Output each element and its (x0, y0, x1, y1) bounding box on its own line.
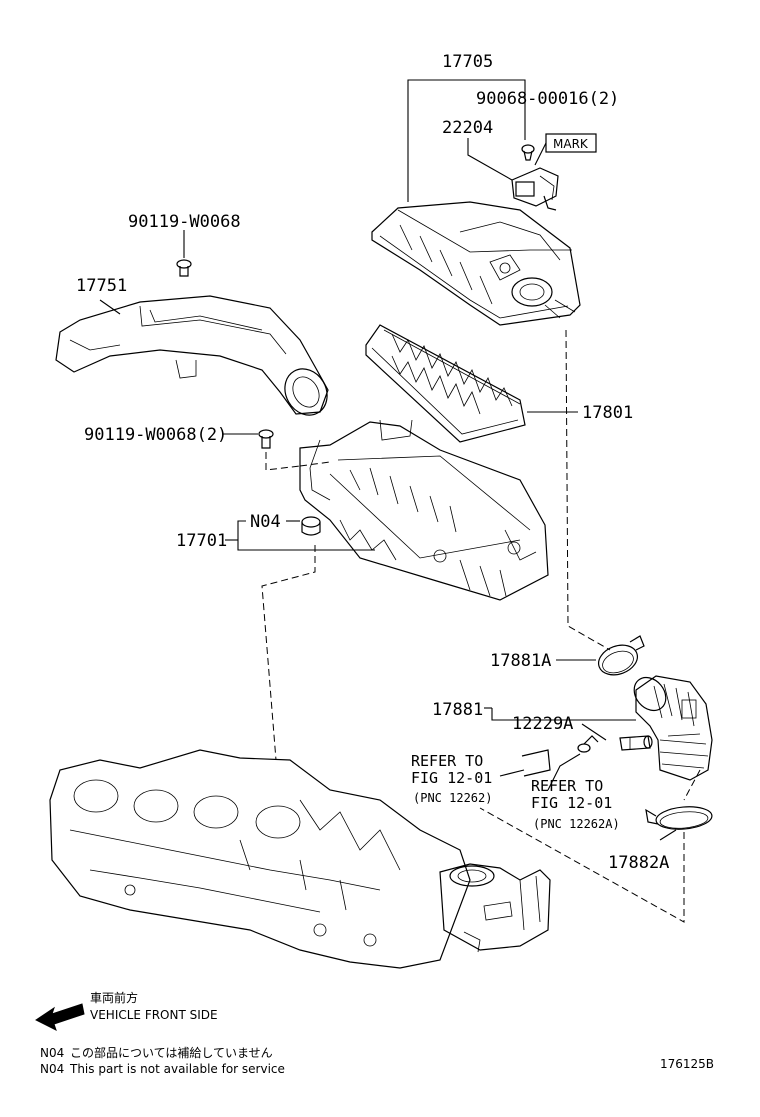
note-text-en: This part is not available for service (69, 1062, 285, 1076)
mark-label: MARK (553, 137, 589, 151)
part-number-90119-w0068: 90119-W0068 (128, 212, 241, 232)
air-cleaner-case (299, 419, 549, 601)
mass-air-flow-sensor (511, 167, 559, 211)
refer1-line1: REFER TO (411, 752, 483, 770)
part-number-17882a: 17882A (608, 853, 669, 873)
ventilation-hose-12229a (577, 735, 653, 753)
figure-id: 176125B (660, 1057, 714, 1071)
air-cleaner-hose (633, 675, 713, 781)
bolt-upper (176, 259, 192, 277)
air-filter-element (365, 324, 526, 443)
refer2-line1: REFER TO (531, 777, 603, 795)
front-label-jp: 車両前方 (90, 990, 138, 1005)
part-number-90068-00016: 90068-00016(2) (476, 89, 619, 109)
engine-intake-manifold (49, 749, 471, 969)
part-number-22204: 22204 (442, 118, 493, 138)
sensor-screw (521, 144, 535, 161)
front-label-en: VEHICLE FRONT SIDE (90, 1008, 218, 1022)
refer1-line2: FIG 12-01 (411, 769, 492, 787)
refer2-pnc: (PNC 12262A) (533, 817, 620, 831)
part-number-17701: 17701 (176, 531, 227, 551)
hose-clamp-17881a (598, 635, 645, 676)
throttle-body (439, 863, 551, 953)
part-number-n04: N04 (250, 512, 281, 532)
service-note: N04 この部品については補給していません N04 This part is n… (40, 1045, 285, 1076)
refer-note-12262: REFER TO FIG 12-01 (PNC 12262) (411, 752, 492, 805)
part-number-17801: 17801 (582, 403, 633, 423)
bolt-lower (258, 429, 274, 449)
hose-clamp-17882a (645, 806, 713, 830)
part-number-17881: 17881 (432, 700, 483, 720)
part-number-17705: 17705 (442, 52, 493, 72)
refer2-line2: FIG 12-01 (531, 794, 612, 812)
part-number-17881a: 17881A (490, 651, 551, 671)
part-number-90119-w0068-2: 90119-W0068(2) (84, 425, 227, 445)
grommet-n04 (301, 516, 321, 536)
part-number-17751: 17751 (76, 276, 127, 296)
note-code-en: N04 (40, 1062, 64, 1076)
arrow-left-icon (35, 1003, 85, 1031)
air-cleaner-cap (371, 201, 581, 326)
air-cleaner-inlet-duct (55, 295, 329, 416)
refer-note-12262a: REFER TO FIG 12-01 (PNC 12262A) (531, 777, 620, 831)
refer1-pnc: (PNC 12262) (413, 791, 492, 805)
note-code-jp: N04 (40, 1046, 64, 1060)
vehicle-front-legend: 車両前方 VEHICLE FRONT SIDE (35, 990, 218, 1031)
part-number-12229a: 12229A (512, 714, 573, 734)
note-text-jp: この部品については補給していません (70, 1045, 273, 1060)
